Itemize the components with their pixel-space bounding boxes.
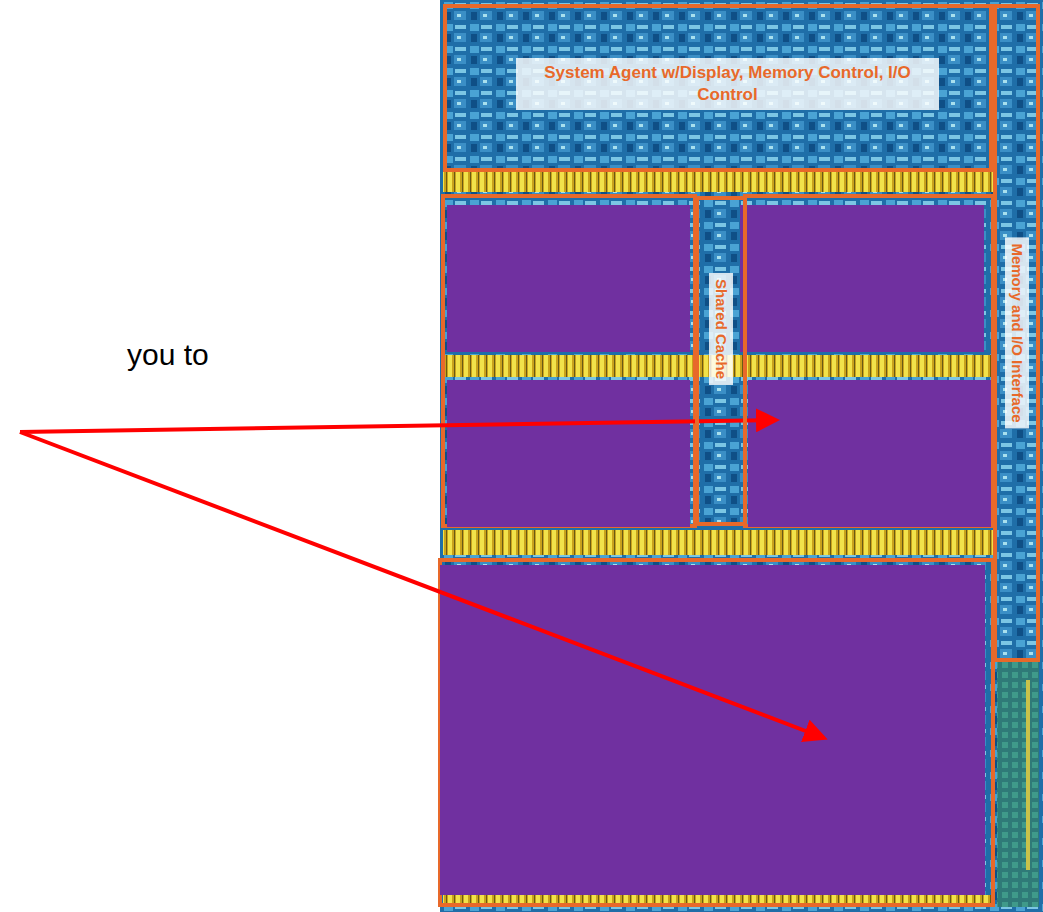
green-region [997,662,1039,907]
slide-text: you to [127,338,209,372]
cover-block [748,380,991,527]
pointer-arrow [20,432,824,738]
stripe [443,530,993,555]
cover-block [447,205,690,352]
region-label: Memory and I/O Interface [1005,237,1029,428]
die [440,0,1043,912]
region-label: Shared Cache [709,273,733,385]
cover-block [447,380,690,527]
stripe [443,172,993,192]
shared-cache-region: Shared Cache [695,196,747,526]
core-outline [443,196,695,526]
cover-block [440,565,985,895]
io-interface-region: Memory and I/O Interface [993,4,1040,662]
system-agent-region: System Agent w/Display, Memory Control, … [443,4,993,172]
pointer-arrow [20,420,776,432]
cover-block [740,205,984,352]
trace [1026,680,1030,870]
region-label: System Agent w/Display, Memory Control, … [516,58,939,110]
graphics-outline [440,560,993,905]
